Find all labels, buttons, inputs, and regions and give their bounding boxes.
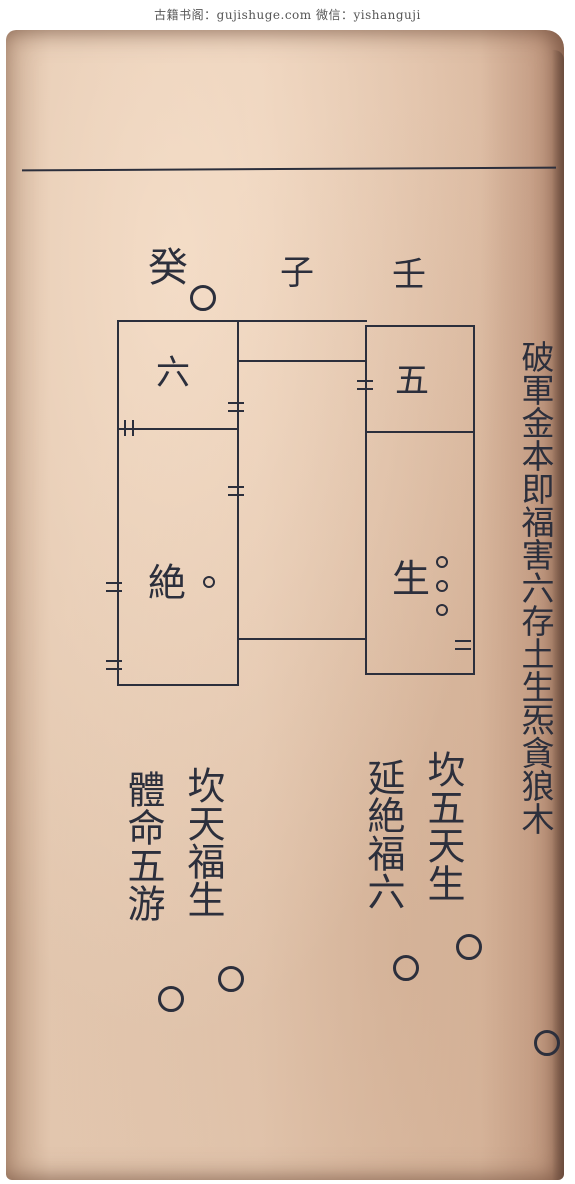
note-column-2: 坎天福生 xyxy=(181,766,225,918)
diagram-middle-frame xyxy=(237,320,367,640)
right-main-circle-3 xyxy=(436,604,448,616)
tick-mark xyxy=(455,640,471,650)
note-column-3: 延絶福六 xyxy=(361,758,405,910)
header-char-center: 子 xyxy=(280,253,314,293)
header-left-circle xyxy=(190,285,216,311)
note4-circle xyxy=(456,934,482,960)
note-column-4: 坎五天生 xyxy=(421,750,465,902)
manuscript-page xyxy=(6,30,564,1180)
note3-circle xyxy=(393,955,419,981)
tick-mark xyxy=(106,582,122,592)
header-char-right: 壬 xyxy=(392,255,426,295)
tick-mark xyxy=(124,420,134,436)
diagram-middle-rule xyxy=(239,360,365,362)
watermark: 古籍书阁：gujishuge.com 微信：yishanguji xyxy=(154,8,421,22)
diagram-left-top-char: 六 xyxy=(156,353,190,393)
tick-mark xyxy=(357,380,373,390)
side-text-circle xyxy=(534,1030,560,1056)
side-text-column: 破軍金本即福害六存土生炁貪狼木 xyxy=(516,340,555,835)
diagram-left-main-char: 絶 xyxy=(148,561,187,605)
right-main-circle-1 xyxy=(436,556,448,568)
diagram-left-top-cell xyxy=(117,320,239,430)
page-edge-shadow xyxy=(552,50,564,1180)
diagram-right-top-cell xyxy=(365,325,475,433)
diagram-right-main-char: 生 xyxy=(392,557,431,601)
right-main-circle-2 xyxy=(436,580,448,592)
header-char-left: 癸 xyxy=(148,245,188,291)
left-main-circle xyxy=(203,576,215,588)
diagram-right-top-char: 五 xyxy=(395,361,429,401)
note1-circle xyxy=(158,986,184,1012)
note-column-1: 體命五游 xyxy=(121,770,165,922)
tick-mark xyxy=(106,660,122,670)
tick-mark xyxy=(228,486,244,496)
tick-mark xyxy=(228,402,244,412)
note2-circle xyxy=(218,966,244,992)
